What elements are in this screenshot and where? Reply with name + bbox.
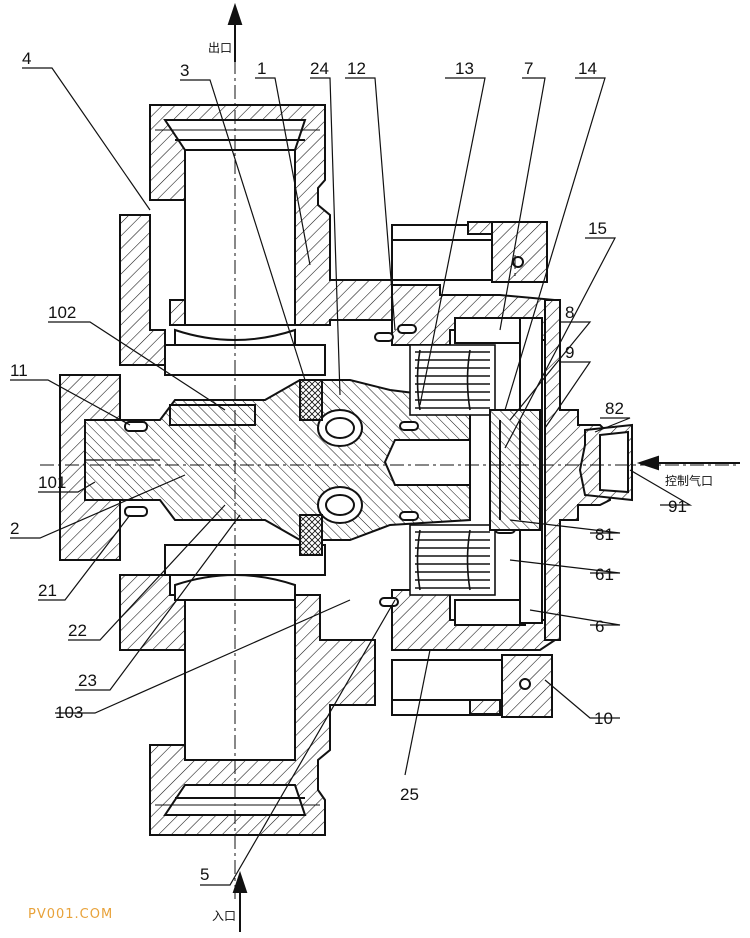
label-9: 9 — [565, 343, 574, 362]
label-13: 13 — [455, 59, 474, 78]
watermark-text: PV001.COM — [28, 907, 113, 922]
center-lines — [40, 60, 740, 900]
label-23: 23 — [78, 671, 97, 690]
label-91: 91 — [668, 497, 687, 516]
control-air-arrow — [636, 455, 740, 471]
label-4: 4 — [22, 49, 31, 68]
label-61: 61 — [595, 565, 614, 584]
check-balls — [317, 409, 363, 524]
label-101: 101 — [38, 473, 66, 492]
label-6: 6 — [595, 617, 604, 636]
control-air-label: 控制气口 — [665, 473, 713, 488]
label-22: 22 — [68, 621, 87, 640]
label-1: 1 — [257, 59, 266, 78]
inlet-label: 入口 — [212, 909, 236, 923]
label-24: 24 — [310, 59, 329, 78]
label-7: 7 — [524, 59, 533, 78]
label-25: 25 — [400, 785, 419, 804]
label-8: 8 — [565, 303, 574, 322]
piston-diaphragm — [454, 317, 543, 626]
outlet-arrow — [227, 2, 243, 62]
springs — [409, 344, 496, 596]
label-82: 82 — [605, 399, 624, 418]
label-102: 102 — [48, 303, 76, 322]
label-21: 21 — [38, 581, 57, 600]
seal-packing — [299, 379, 323, 556]
bolts — [391, 221, 553, 718]
outlet-label: 出口 — [208, 41, 232, 55]
label-11: 11 — [10, 361, 28, 380]
label-14: 14 — [578, 59, 597, 78]
control-air-fitting — [578, 423, 633, 502]
label-10: 10 — [594, 709, 613, 728]
label-2: 2 — [10, 519, 19, 538]
flow-channels — [164, 149, 326, 761]
label-103: 103 — [55, 703, 83, 722]
label-5: 5 — [200, 865, 209, 884]
label-3: 3 — [180, 61, 189, 80]
label-12: 12 — [347, 59, 366, 78]
part-labels: 4 3 1 24 12 13 7 14 15 102 8 9 11 82 101… — [10, 49, 687, 884]
label-81: 81 — [595, 525, 614, 544]
leader-lines — [10, 67, 693, 886]
inlet-arrow — [232, 870, 248, 932]
label-15: 15 — [588, 219, 607, 238]
